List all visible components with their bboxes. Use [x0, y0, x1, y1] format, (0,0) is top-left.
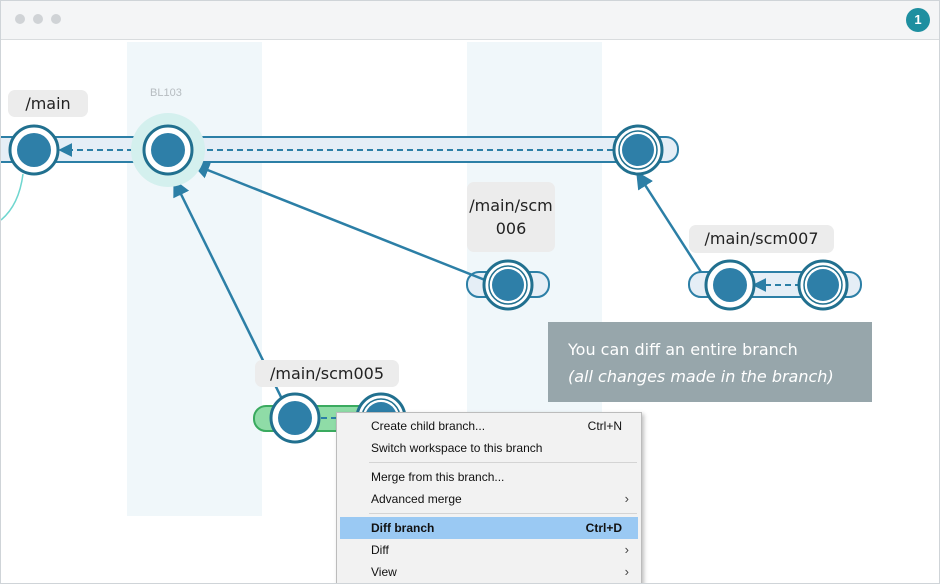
changeset-scm006[interactable] — [482, 259, 534, 311]
window-dot-icon[interactable] — [15, 14, 25, 24]
menu-separator — [369, 462, 637, 463]
menu-separator — [369, 513, 637, 514]
menu-item-merge-from-branch[interactable]: Merge from this branch... — [340, 466, 638, 488]
menu-item-diff-branch[interactable]: Diff branch Ctrl+D — [340, 517, 638, 539]
scm007-parent-link — [636, 171, 703, 273]
branch-label-scm007[interactable]: /main/scm007 — [689, 225, 834, 253]
branch-label-scm005[interactable]: /main/scm005 — [255, 360, 399, 387]
menu-item-label: Switch workspace to this branch — [371, 441, 543, 455]
scm006-parent-link — [191, 162, 486, 282]
branch-label-main[interactable]: /main — [8, 90, 88, 117]
tip-callout: You can diff an entire branch (all chang… — [548, 322, 872, 402]
changeset-scm005-1[interactable] — [269, 392, 321, 444]
changeset-bl103[interactable] — [131, 113, 205, 187]
menu-item-label: Merge from this branch... — [371, 470, 505, 484]
notification-badge[interactable]: 1 — [906, 8, 930, 32]
menu-item-create-child-branch[interactable]: Create child branch... Ctrl+N — [340, 415, 638, 437]
changeset-scm007-2[interactable] — [797, 259, 849, 311]
menu-item-shortcut: Ctrl+N — [587, 419, 622, 433]
branch-name: 006 — [495, 219, 527, 238]
branch-name: /main/scm — [469, 196, 553, 215]
branch-name: /main — [25, 94, 71, 113]
branch-name: /main/scm005 — [269, 364, 384, 383]
column-highlight-bl103 — [127, 42, 262, 516]
chevron-right-icon: › — [624, 491, 629, 506]
changeset-main-1[interactable] — [8, 124, 60, 176]
title-bar: 1 — [1, 1, 939, 40]
chevron-right-icon: › — [624, 564, 629, 579]
menu-item-label: Advanced merge — [371, 492, 462, 506]
menu-item-label: Create child branch... — [371, 419, 486, 433]
branch-name: /main/scm007 — [704, 229, 819, 248]
incoming-link — [1, 173, 24, 221]
menu-item-label: Diff branch — [371, 521, 435, 535]
branch-explorer-canvas: BL103 /main /main/scm 006 /main/scm007 /… — [1, 40, 939, 583]
baseline-label: BL103 — [150, 87, 182, 99]
window-dot-icon[interactable] — [33, 14, 43, 24]
menu-item-diff[interactable]: Diff › — [340, 539, 638, 561]
changeset-main-2[interactable] — [612, 124, 664, 176]
callout-text: You can diff an entire branch — [568, 340, 798, 359]
branch-label-scm006[interactable]: /main/scm 006 — [467, 182, 555, 252]
context-menu: Create child branch... Ctrl+N Switch wor… — [336, 412, 642, 583]
menu-item-label: Diff — [371, 543, 389, 557]
callout-subtext: (all changes made in the branch) — [568, 367, 834, 386]
menu-item-switch-workspace[interactable]: Switch workspace to this branch — [340, 437, 638, 459]
window-dot-icon[interactable] — [51, 14, 61, 24]
changeset-scm007-1[interactable] — [704, 259, 756, 311]
menu-item-label: View — [371, 565, 397, 579]
menu-item-advanced-merge[interactable]: Advanced merge › — [340, 488, 638, 510]
branch-diagram — [1, 42, 862, 516]
chevron-right-icon: › — [624, 542, 629, 557]
menu-item-view[interactable]: View › — [340, 561, 638, 583]
menu-item-shortcut: Ctrl+D — [585, 521, 622, 535]
